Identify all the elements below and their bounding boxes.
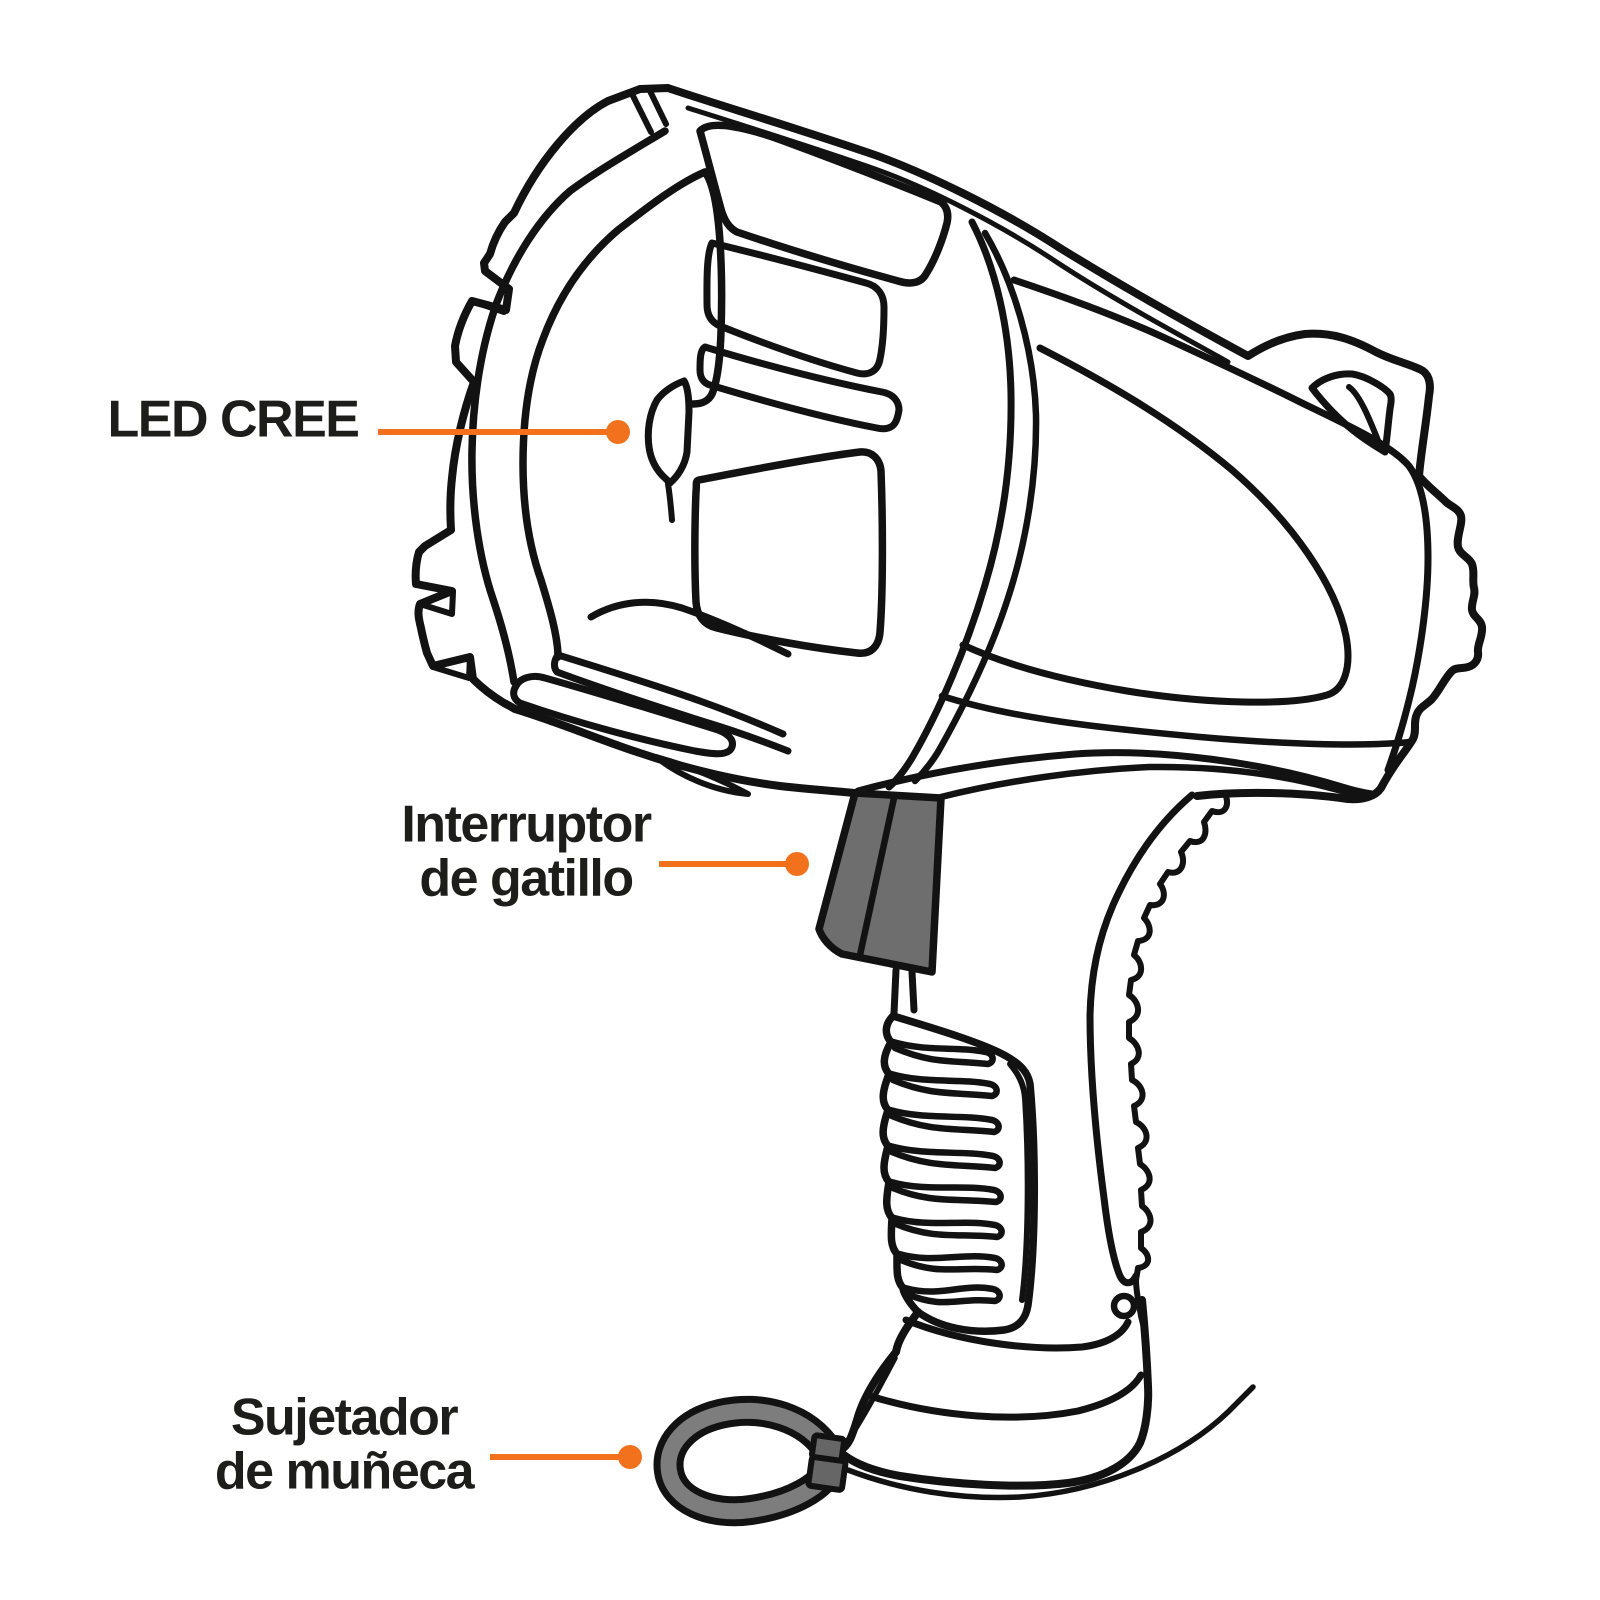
svg-text:de gatillo: de gatillo: [419, 850, 632, 908]
svg-text:de muñeca: de muñeca: [215, 1443, 476, 1501]
svg-text:Interruptor: Interruptor: [401, 796, 652, 854]
svg-text:Sujetador: Sujetador: [231, 1389, 459, 1447]
svg-text:LED CREE: LED CREE: [108, 391, 359, 449]
